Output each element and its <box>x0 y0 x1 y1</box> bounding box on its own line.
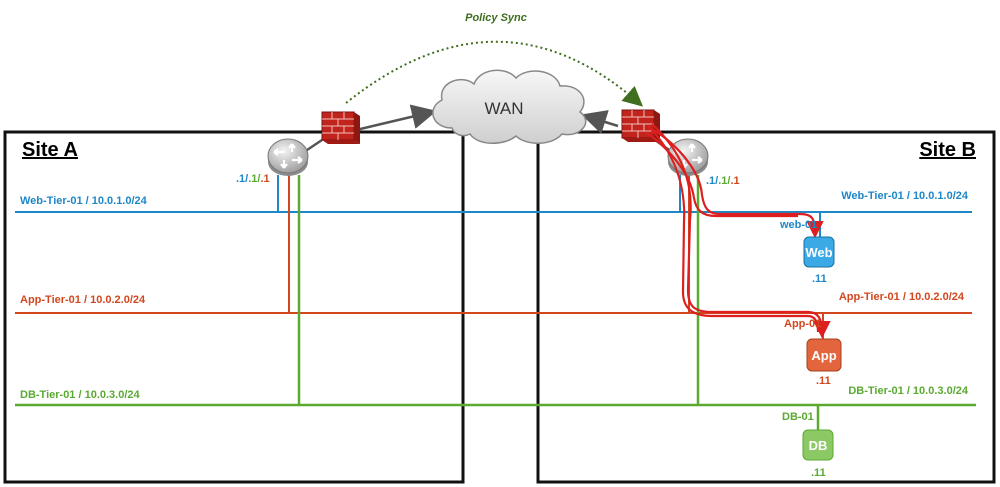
site-b-db-net-label: DB-Tier-01 / 10.0.3.0/24 <box>848 385 969 397</box>
db-host: DB DB-01 .11 <box>782 411 834 479</box>
site-a-box <box>3 130 465 484</box>
site-b-app-net-label: App-Tier-01 / 10.0.2.0/24 <box>839 291 965 303</box>
site-a-web-net-label: Web-Tier-01 / 10.0.1.0/24 <box>20 195 148 207</box>
site-a-wan-link <box>355 104 437 132</box>
site-a-router-addresses: .1/.1/.1 <box>236 173 270 185</box>
web-host-box-label: Web <box>805 245 832 260</box>
site-b-label: Site B <box>919 139 976 161</box>
db-host-box-label: DB <box>809 438 828 453</box>
web-host-name: web-01 <box>779 219 817 231</box>
site-a-firewall-icon <box>321 111 360 144</box>
app-host-box-label: App <box>811 348 836 363</box>
site-b-web-net-label: Web-Tier-01 / 10.0.1.0/24 <box>841 190 969 202</box>
wan-label: WAN <box>484 99 523 118</box>
db-host-ip: .11 <box>811 467 826 479</box>
policy-sync-arc <box>345 40 643 107</box>
web-host-ip: .11 <box>812 273 827 285</box>
web-host: Web web-01 .11 <box>779 219 835 285</box>
app-host-name: App-01 <box>784 318 821 330</box>
site-b-wan-link <box>581 110 619 134</box>
site-a-label: Site A <box>22 139 78 161</box>
db-host-name: DB-01 <box>782 411 814 423</box>
wan-cloud: WAN <box>432 69 587 144</box>
site-a-app-net-label: App-Tier-01 / 10.0.2.0/24 <box>20 294 146 306</box>
site-a-router-icon <box>267 138 309 176</box>
traffic-flow-paths <box>645 123 831 339</box>
policy-sync-label: Policy Sync <box>465 12 527 24</box>
site-a-db-net-label: DB-Tier-01 / 10.0.3.0/24 <box>20 389 141 401</box>
site-b-router-addresses: .1/.1/.1 <box>706 175 740 187</box>
site-b-box <box>536 130 996 484</box>
app-host-ip: .11 <box>816 375 831 387</box>
app-host: App App-01 .11 <box>784 318 842 387</box>
